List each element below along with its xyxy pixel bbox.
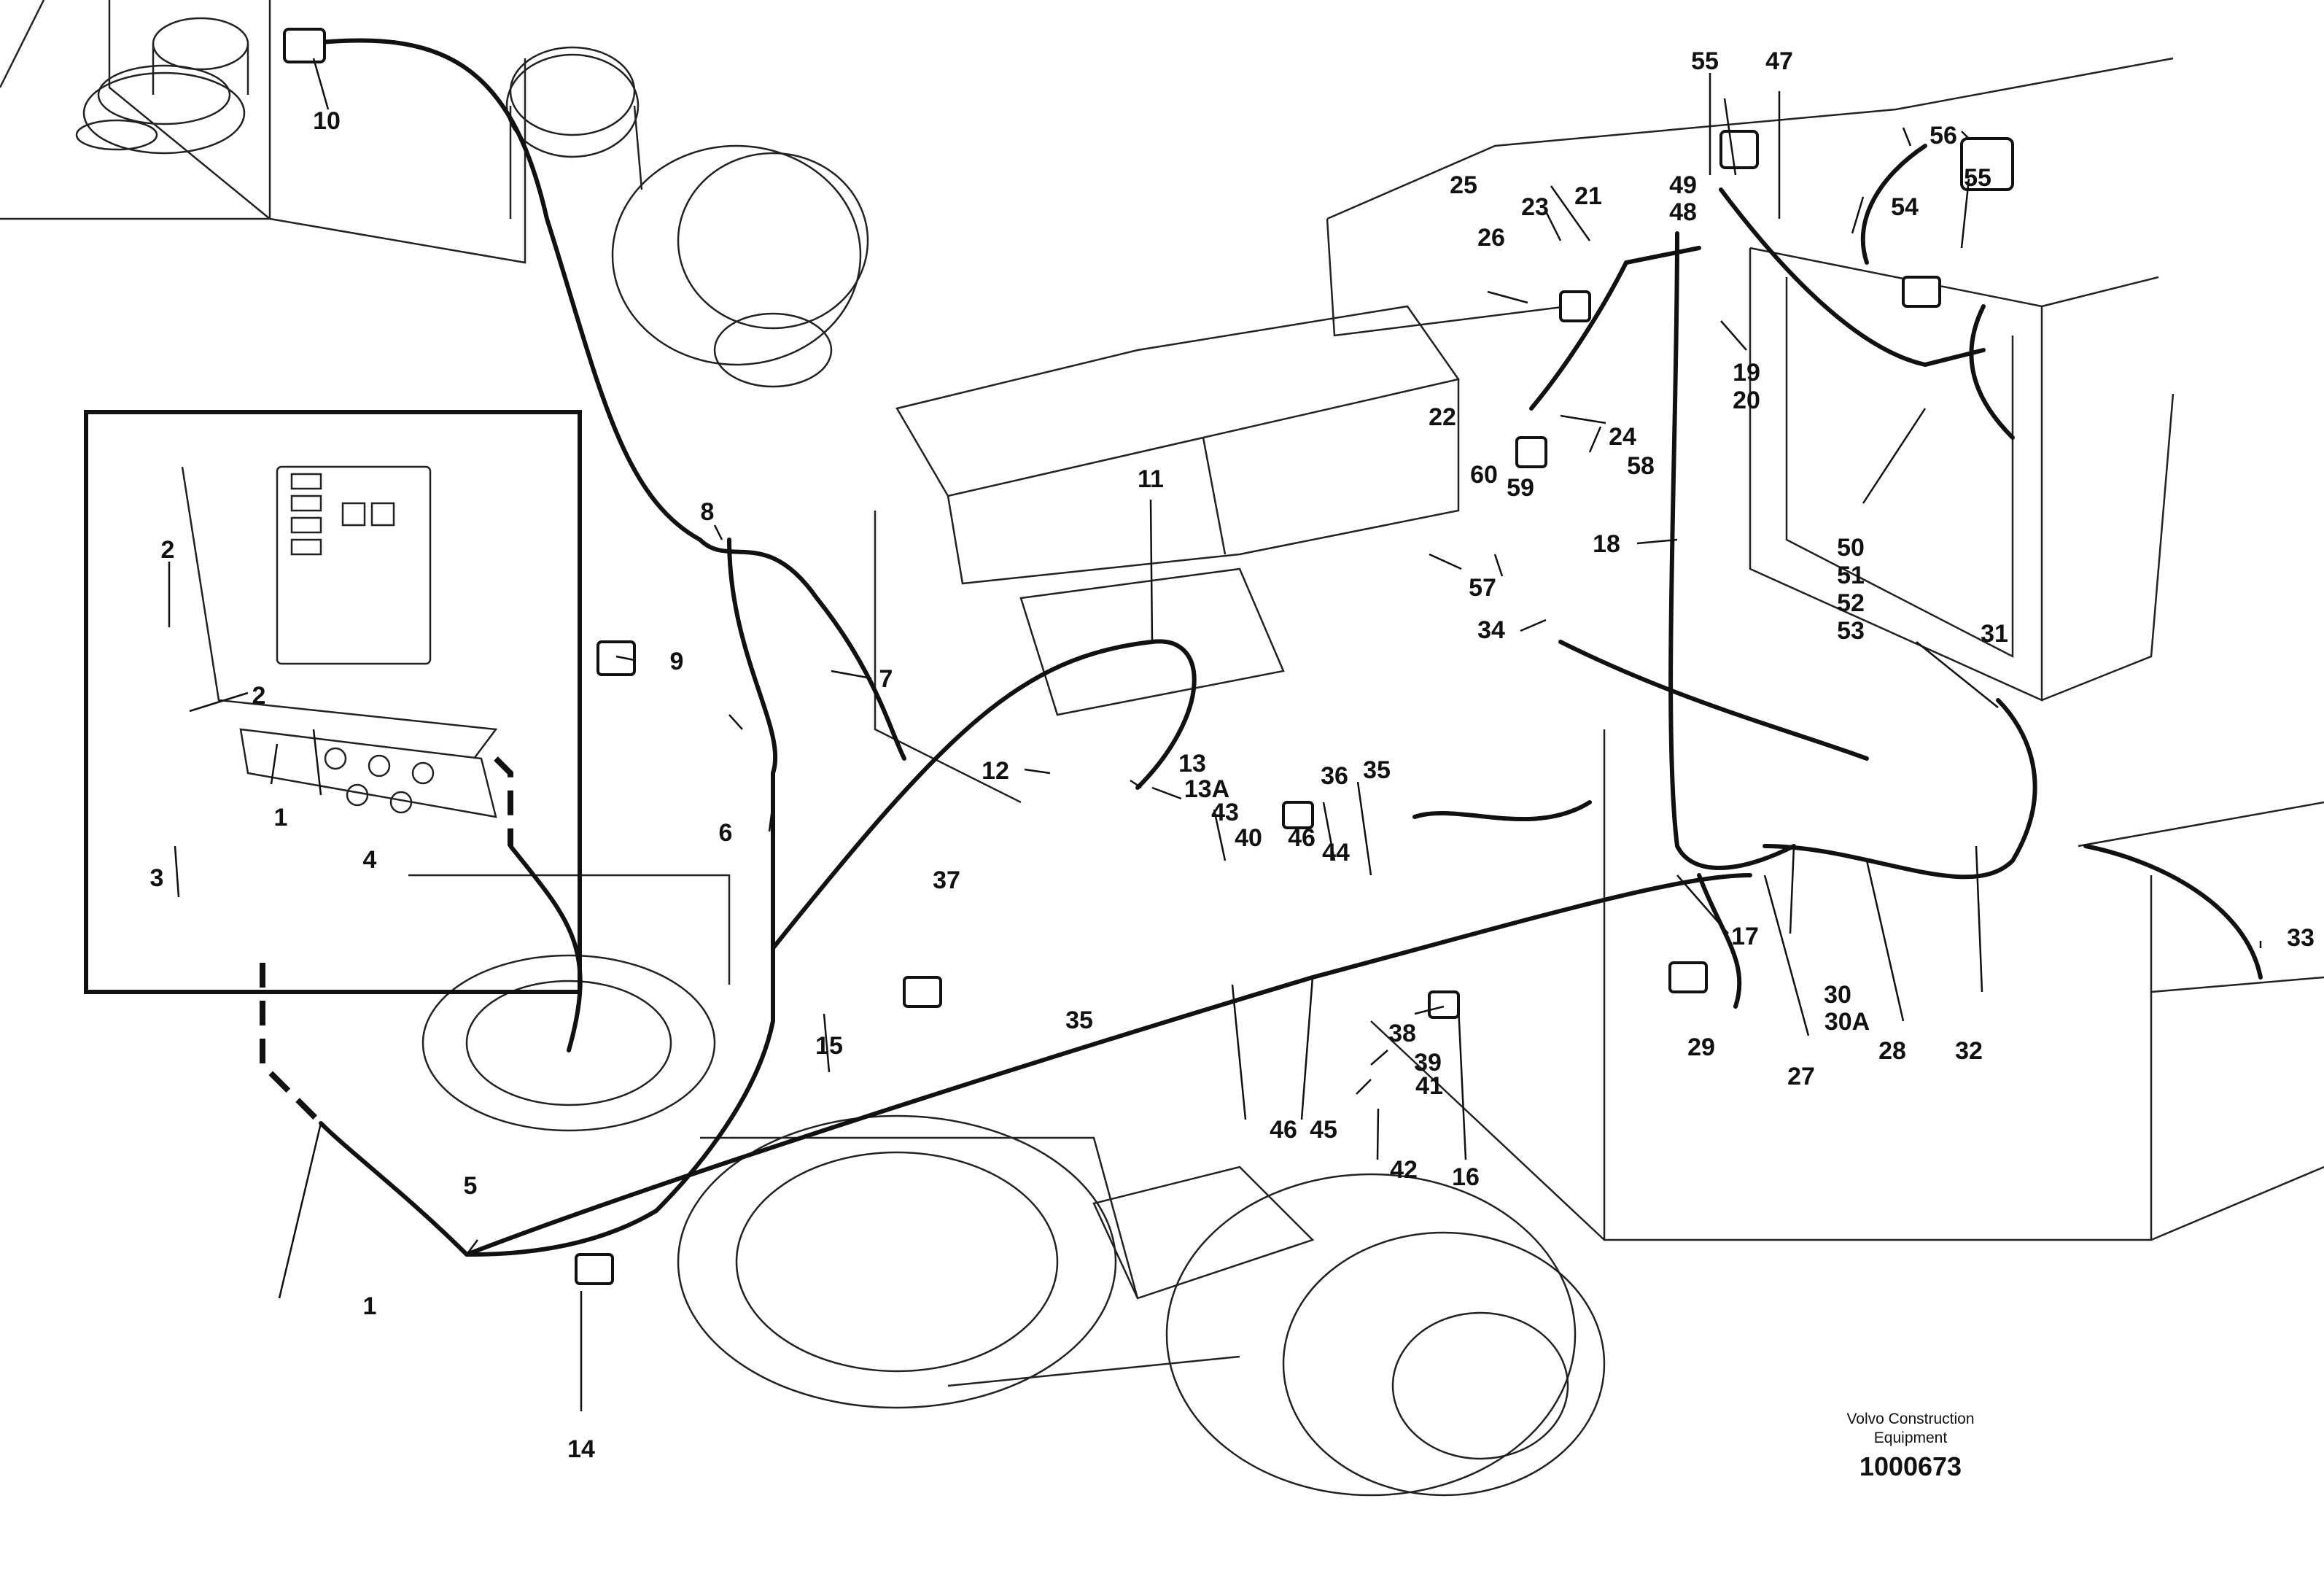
callout-50: 50 (1837, 534, 1865, 562)
callout-30: 30 (1824, 981, 1851, 1009)
callout-58: 58 (1627, 452, 1655, 480)
callout-60: 60 (1470, 461, 1498, 489)
callout-24: 24 (1609, 423, 1636, 451)
machine-outline (0, 0, 2324, 1497)
callout-labels: 1 1 2 2 3 4 5 6 7 8 9 10 11 12 13 13A 14… (150, 47, 2315, 1463)
harness-cables (304, 38, 2263, 1257)
callout-12: 12 (982, 757, 1009, 785)
callout-48: 48 (1669, 198, 1697, 226)
callout-45: 45 (1310, 1116, 1337, 1144)
callout-37: 37 (933, 866, 960, 894)
detail-link-dashed (260, 756, 513, 1125)
company-line-1: Volvo Construction (1846, 1411, 1974, 1427)
callout-49: 49 (1669, 171, 1697, 199)
drawing-number: 1000673 (1859, 1451, 1962, 1481)
callout-19: 19 (1733, 359, 1760, 387)
callout-20: 20 (1733, 387, 1760, 414)
callout-54: 54 (1891, 193, 1919, 221)
callout-4: 4 (363, 846, 377, 874)
callout-33: 33 (2287, 924, 2315, 952)
callout-8: 8 (701, 498, 715, 526)
callout-25: 25 (1450, 171, 1477, 199)
callout-53: 53 (1837, 617, 1865, 645)
callout-2-upper: 2 (161, 536, 175, 564)
callout-34: 34 (1477, 616, 1505, 644)
callout-13: 13 (1178, 750, 1206, 777)
callout-52: 52 (1837, 589, 1865, 617)
callout-36: 36 (1321, 762, 1348, 790)
callout-10: 10 (313, 107, 341, 135)
callout-6: 6 (719, 819, 733, 847)
callout-56: 56 (1929, 122, 1957, 150)
callout-14: 14 (567, 1435, 595, 1463)
callout-35-upper: 35 (1363, 756, 1391, 784)
callout-1-main: 1 (363, 1292, 377, 1320)
callout-51: 51 (1837, 562, 1865, 589)
callout-43: 43 (1211, 799, 1239, 826)
callout-3: 3 (150, 864, 164, 892)
harness-connectors (283, 28, 2014, 1285)
footer-block: Volvo Construction Equipment 1000673 (1846, 1411, 1974, 1481)
callout-46-upper: 46 (1288, 824, 1315, 852)
callout-57: 57 (1469, 574, 1496, 602)
callout-13a: 13A (1184, 775, 1229, 803)
callout-15: 15 (815, 1032, 843, 1060)
callout-59: 59 (1507, 474, 1534, 502)
callout-1-inset: 1 (274, 804, 288, 831)
callout-9: 9 (670, 648, 684, 675)
callout-35-left: 35 (1065, 1007, 1093, 1034)
callout-44: 44 (1322, 839, 1350, 866)
callout-7: 7 (879, 665, 893, 693)
callout-46-lower: 46 (1270, 1116, 1297, 1144)
callout-47: 47 (1765, 47, 1793, 75)
callout-2-lower: 2 (252, 682, 266, 710)
callout-39: 39 (1414, 1049, 1442, 1077)
detail-inset-frame (84, 410, 582, 994)
callout-29: 29 (1687, 1034, 1715, 1061)
callout-55-left: 55 (1691, 47, 1719, 75)
leader-lines (168, 58, 2262, 1411)
callout-18: 18 (1593, 530, 1620, 558)
callout-17: 17 (1731, 923, 1759, 950)
callout-38: 38 (1388, 1020, 1416, 1047)
callout-21: 21 (1574, 182, 1602, 210)
callout-27: 27 (1787, 1063, 1815, 1090)
company-line-2: Equipment (1874, 1430, 1948, 1446)
callout-5: 5 (464, 1172, 478, 1200)
callout-31: 31 (1981, 620, 2008, 648)
callout-55-right: 55 (1964, 164, 1991, 192)
callout-42: 42 (1390, 1156, 1418, 1184)
callout-28: 28 (1878, 1037, 1906, 1065)
callout-30a: 30A (1824, 1008, 1870, 1036)
callout-40: 40 (1235, 824, 1262, 852)
callout-16: 16 (1452, 1163, 1480, 1191)
callout-22: 22 (1429, 403, 1456, 431)
callout-23: 23 (1521, 193, 1549, 221)
callout-32: 32 (1955, 1037, 1983, 1065)
callout-11: 11 (1138, 465, 1164, 493)
callout-41: 41 (1415, 1072, 1443, 1100)
callout-26: 26 (1477, 224, 1505, 252)
